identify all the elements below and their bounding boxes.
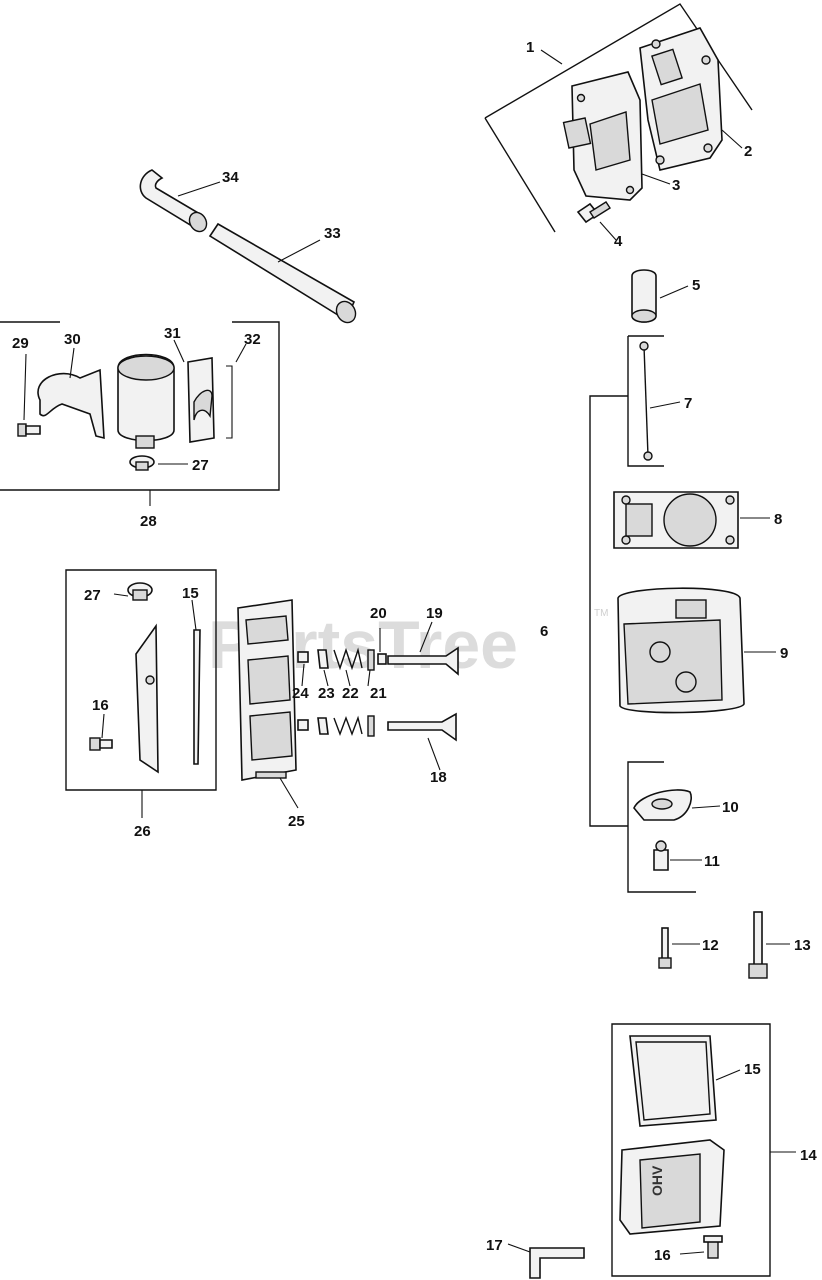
callout-14: 14 [800,1147,817,1164]
clamp-30[interactable] [37,368,105,440]
group-box-14 [611,1023,796,1277]
bolt-16-right[interactable] [703,1235,723,1259]
callout-12: 12 [702,937,719,954]
callout-4: 4 [614,233,623,250]
keeper-24-lower[interactable] [297,719,309,731]
rocker-box [627,761,696,893]
screw-29[interactable] [17,423,41,437]
breather-cover[interactable] [562,71,643,201]
callout-15-left: 15 [182,585,199,602]
breather-hose-elbow[interactable] [139,169,210,235]
breather-bolt[interactable] [576,201,611,224]
cover-emboss-ohv: OHV [649,1165,665,1196]
seal-21-lower[interactable] [367,715,375,737]
callout-9: 9 [780,645,788,662]
plate-31[interactable] [187,357,215,443]
valve-19[interactable] [387,646,459,676]
callout-7: 7 [684,395,692,412]
push-rod-box [627,335,664,467]
group-box-28 [0,321,280,506]
callout-8: 8 [774,511,782,528]
callout-17: 17 [486,1237,503,1254]
valve-train-upper [297,646,459,676]
gasket-15-right[interactable] [629,1035,717,1127]
filter-canister[interactable] [117,353,175,449]
spring-22-lower[interactable] [333,715,363,736]
head-gasket-8[interactable] [613,491,739,549]
callout-5: 5 [692,277,700,294]
watermark-trademark: TM [594,608,608,619]
valve-cover-flat[interactable] [135,623,159,774]
valve-train-lower [297,712,457,742]
callout-30: 30 [64,331,81,348]
bolt-13[interactable] [748,911,768,979]
callout-27-bottom: 27 [84,587,101,604]
callout-32: 32 [244,331,261,348]
cap-20[interactable] [377,653,387,665]
callout-19: 19 [426,605,443,622]
grommet-27-bottom[interactable] [127,582,153,601]
seal-21-upper[interactable] [367,649,375,671]
callout-labels: 1 2 3 4 5 6 7 8 9 10 11 12 13 14 15 15 1… [12,39,817,1264]
valve-cover-14[interactable]: OHV [619,1139,725,1235]
cylinder-head-side[interactable] [237,599,297,781]
grommet-27-top[interactable] [129,455,155,471]
callout-24: 24 [292,685,309,702]
callout-15-right: 15 [744,1061,761,1078]
callout-26: 26 [134,823,151,840]
callout-31: 31 [164,325,181,342]
callout-28: 28 [140,513,157,530]
retainer-23-lower[interactable] [317,717,329,735]
bracket-17[interactable] [529,1247,585,1279]
callout-16-left: 16 [92,697,109,714]
gasket-15-left[interactable] [193,629,201,765]
callout-23: 23 [318,685,335,702]
callout-21: 21 [370,685,387,702]
spring-22-upper[interactable] [333,647,363,671]
callout-27-top: 27 [192,457,209,474]
callout-18: 18 [430,769,447,786]
callout-16-right: 16 [654,1247,671,1264]
breather-assembly-group [484,3,753,241]
callout-34: 34 [222,169,239,186]
bolt-12[interactable] [658,927,672,969]
push-rod-7[interactable] [639,341,653,461]
keeper-24-upper[interactable] [297,651,309,663]
callout-20: 20 [370,605,387,622]
breather-gasket[interactable] [639,27,723,171]
group-bracket-6 [589,395,628,827]
group-bracket-1-left [484,117,556,233]
cylinder-head-9[interactable] [617,587,745,714]
callout-22: 22 [342,685,359,702]
group-box-26 [65,569,217,818]
callout-13: 13 [794,937,811,954]
push-rod-guide-5[interactable] [631,269,657,323]
rocker-pivot-11[interactable] [653,840,669,871]
bolt-16-left[interactable] [89,737,113,751]
breather-hose-tube[interactable] [208,222,359,326]
valve-18[interactable] [387,712,457,742]
rocker-arm-10[interactable] [633,789,692,821]
callout-2: 2 [744,143,752,160]
callout-1: 1 [526,39,534,56]
callout-6: 6 [540,623,548,640]
group-bracket-1 [484,3,753,119]
retainer-23-upper[interactable] [317,649,329,669]
callout-33: 33 [324,225,341,242]
callout-3: 3 [672,177,680,194]
callout-29: 29 [12,335,29,352]
callout-11: 11 [704,853,720,870]
callout-25: 25 [288,813,305,830]
callout-10: 10 [722,799,739,816]
